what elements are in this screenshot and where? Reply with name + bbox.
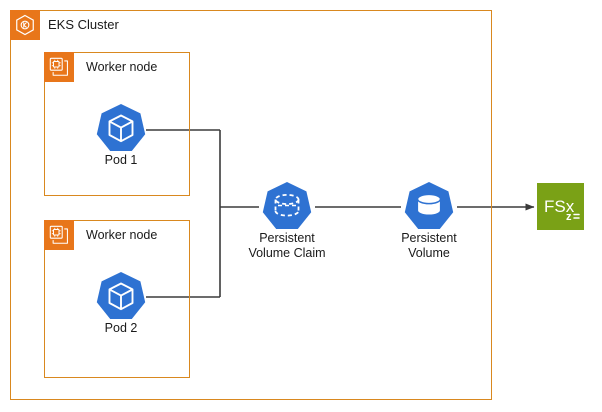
pod-label-2: Pod 2 <box>104 321 138 335</box>
eks-cluster-group <box>10 10 492 400</box>
kubernetes-pod-icon-1 <box>93 101 149 157</box>
kubernetes-pod-icon-2 <box>93 269 149 325</box>
aws-fsx-icon: FSx z <box>537 183 584 230</box>
persistent-volume-claim-label: Persistent Volume Claim <box>248 231 326 260</box>
worker-node-icon <box>44 220 74 250</box>
worker-node-icon <box>44 52 74 82</box>
worker-node-group-2 <box>44 220 190 378</box>
persistent-volume-claim-icon <box>259 179 315 235</box>
svg-text:z: z <box>566 211 572 223</box>
eks-cluster-label: EKS Cluster <box>48 17 119 32</box>
worker-node-label-2: Worker node <box>86 228 158 242</box>
persistent-volume-label: Persistent Volume <box>401 231 457 260</box>
worker-node-label-1: Worker node <box>86 60 158 74</box>
eks-cluster-icon <box>10 10 40 40</box>
persistent-volume-icon <box>401 179 457 235</box>
worker-node-group-1 <box>44 52 190 196</box>
pod-label-1: Pod 1 <box>104 153 138 167</box>
svg-text:FSx: FSx <box>544 197 575 216</box>
